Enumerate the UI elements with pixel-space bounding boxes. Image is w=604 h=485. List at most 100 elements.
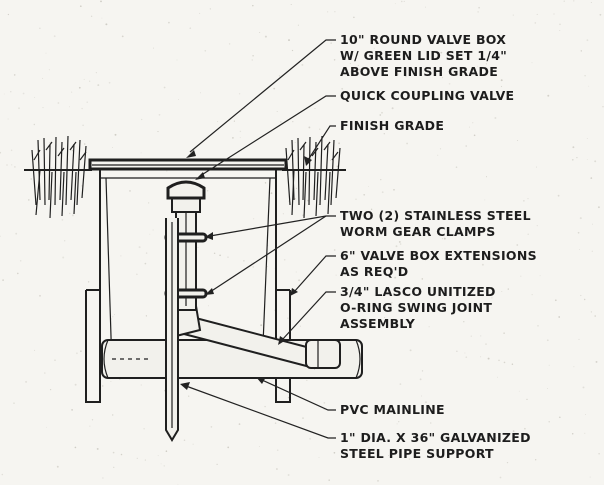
callout-pipe-support-line-1: 1" DIA. X 36" GALVANIZED <box>340 430 531 445</box>
paper-speck <box>576 156 578 159</box>
paper-speck <box>456 350 458 352</box>
paper-speck <box>138 246 141 249</box>
paper-speck <box>395 245 398 248</box>
paper-speck <box>232 137 234 139</box>
paper-speck <box>590 311 593 313</box>
callout-quick-coupling-line-1: QUICK COUPLING VALVE <box>340 88 514 103</box>
paper-speck <box>494 117 497 119</box>
paper-speck <box>442 77 444 79</box>
paper-speck <box>396 36 398 38</box>
paper-speck <box>571 432 574 435</box>
paper-speck <box>527 233 529 235</box>
paper-speck <box>13 402 15 404</box>
paper-speck <box>403 36 406 38</box>
paper-speck <box>563 0 565 2</box>
callout-swing-joint-line-1: 3/4" LASCO UNITIZED <box>340 284 496 299</box>
paper-speck <box>381 111 383 114</box>
callout-swing-joint-line-3: ASSEMBLY <box>340 316 416 331</box>
paper-speck <box>157 455 159 457</box>
paper-speck <box>276 110 278 113</box>
paper-speck <box>252 55 254 57</box>
paper-speck <box>91 419 94 421</box>
paper-speck <box>69 212 71 215</box>
paper-speck <box>71 91 73 93</box>
paper-speck <box>120 255 122 257</box>
paper-speck <box>500 85 503 88</box>
paper-speck <box>258 446 260 447</box>
paper-speck <box>49 388 52 391</box>
paper-speck <box>54 359 56 362</box>
paper-speck <box>553 13 555 15</box>
paper-speck <box>204 49 207 52</box>
callout-mainline: PVC MAINLINE <box>340 402 445 417</box>
paper-speck <box>299 325 301 327</box>
paper-speck <box>535 459 537 461</box>
paper-speck <box>102 477 104 479</box>
paper-speck <box>571 158 574 161</box>
paper-speck <box>168 21 170 24</box>
paper-speck <box>83 78 85 80</box>
paper-speck <box>251 262 253 264</box>
paper-speck <box>523 200 525 202</box>
paper-speck <box>534 22 537 24</box>
paper-speck <box>197 247 199 248</box>
paper-speck <box>288 200 290 202</box>
paper-speck <box>287 474 290 476</box>
paper-speck <box>34 96 36 98</box>
paper-speck <box>409 349 412 352</box>
paper-speck <box>238 93 241 95</box>
paper-speck <box>437 154 439 156</box>
paper-speck <box>2 279 4 281</box>
paper-speck <box>470 335 472 337</box>
paper-speck <box>405 75 407 78</box>
paper-speck <box>336 165 339 168</box>
paper-speck <box>584 298 586 301</box>
paper-speck <box>330 42 332 44</box>
paper-speck <box>586 138 588 139</box>
paper-speck <box>10 149 13 152</box>
paper-speck <box>251 59 253 61</box>
paper-speck <box>100 0 102 3</box>
paper-speck <box>375 122 377 125</box>
paper-speck <box>276 449 279 452</box>
paper-speck <box>114 133 117 136</box>
paper-speck <box>111 414 114 416</box>
paper-speck <box>399 243 402 245</box>
paper-speck <box>39 294 41 297</box>
paper-speck <box>398 421 400 423</box>
paper-speck <box>79 5 82 8</box>
paper-speck <box>80 350 82 352</box>
paper-speck <box>597 206 600 209</box>
paper-speck <box>292 120 294 123</box>
paper-speck <box>294 141 296 143</box>
callout-extensions-line-1: 6" VALVE BOX EXTENSIONS <box>340 248 537 263</box>
paper-speck <box>199 12 201 14</box>
paper-speck <box>112 316 114 318</box>
paper-speck <box>252 266 254 268</box>
paper-speck <box>74 446 77 449</box>
paper-speck <box>318 456 320 458</box>
paper-speck <box>207 305 209 307</box>
paper-speck <box>112 451 115 454</box>
paper-speck <box>288 39 290 42</box>
paper-speck <box>34 349 36 351</box>
paper-speck <box>216 463 218 466</box>
paper-speck <box>349 62 352 65</box>
paper-speck <box>105 23 108 26</box>
paper-speck <box>53 35 56 38</box>
paper-speck <box>486 176 487 178</box>
paper-speck <box>350 71 352 73</box>
callout-valve-box-line-1: 10" ROUND VALVE BOX <box>340 32 506 47</box>
paper-speck <box>379 114 382 116</box>
paper-speck <box>228 43 231 45</box>
paper-speck <box>341 87 344 90</box>
paper-speck <box>271 418 273 420</box>
paper-speck <box>42 107 44 109</box>
paper-speck <box>368 185 369 187</box>
paper-speck <box>432 309 434 311</box>
paper-speck <box>464 352 466 354</box>
paper-speck <box>384 317 386 319</box>
paper-speck <box>120 453 123 456</box>
paper-speck <box>547 94 550 97</box>
paper-speck <box>143 428 145 430</box>
